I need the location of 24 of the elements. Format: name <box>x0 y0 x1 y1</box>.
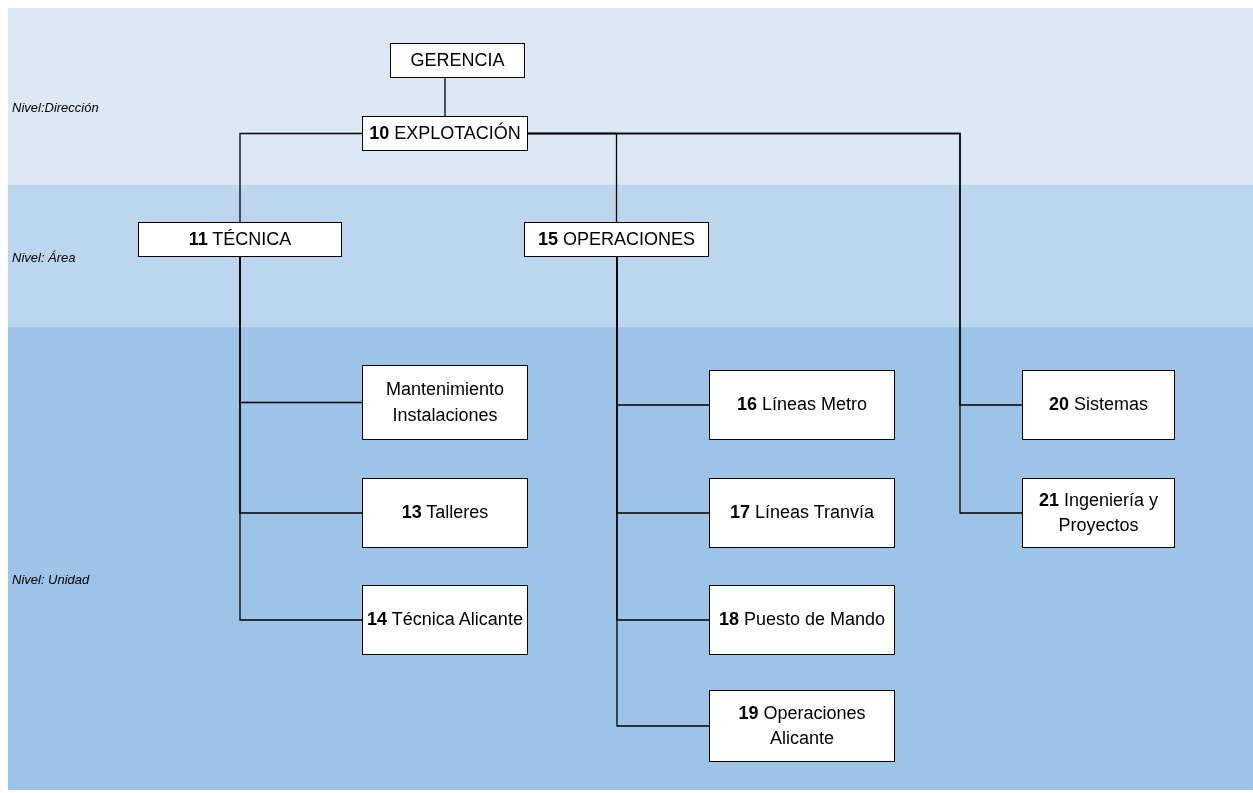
org-unit-box: 10 EXPLOTACIÓN <box>362 116 528 151</box>
level-label: Nivel:Dirección <box>12 100 99 115</box>
org-unit-box: 15 OPERACIONES <box>524 222 709 257</box>
level-band <box>8 8 1253 185</box>
org-unit-box: Mantenimiento Instalaciones <box>362 365 528 440</box>
connector-line <box>239 132 363 223</box>
org-unit-box: 20 Sistemas <box>1022 370 1175 440</box>
level-band <box>8 327 1253 790</box>
level-band <box>8 185 1253 327</box>
org-unit-box: 18 Puesto de Mando <box>709 585 895 655</box>
org-unit-box: 14 Técnica Alicante <box>362 585 528 655</box>
org-unit-box: 11 TÉCNICA <box>138 222 342 257</box>
connector-line <box>444 77 446 117</box>
org-unit-box: 16 Líneas Metro <box>709 370 895 440</box>
org-unit-box: 19 Operaciones Alicante <box>709 690 895 762</box>
level-label: Nivel: Unidad <box>12 572 90 587</box>
org-unit-box: 13 Talleres <box>362 478 528 548</box>
connector-line <box>239 256 363 621</box>
level-label: Nivel: Área <box>12 250 76 265</box>
connector-line <box>527 132 1023 514</box>
org-unit-box: 21 Ingeniería y Proyectos <box>1022 478 1175 548</box>
connector-line <box>616 256 710 727</box>
org-unit-box: GERENCIA <box>390 43 525 78</box>
org-unit-box: 17 Líneas Tranvía <box>709 478 895 548</box>
